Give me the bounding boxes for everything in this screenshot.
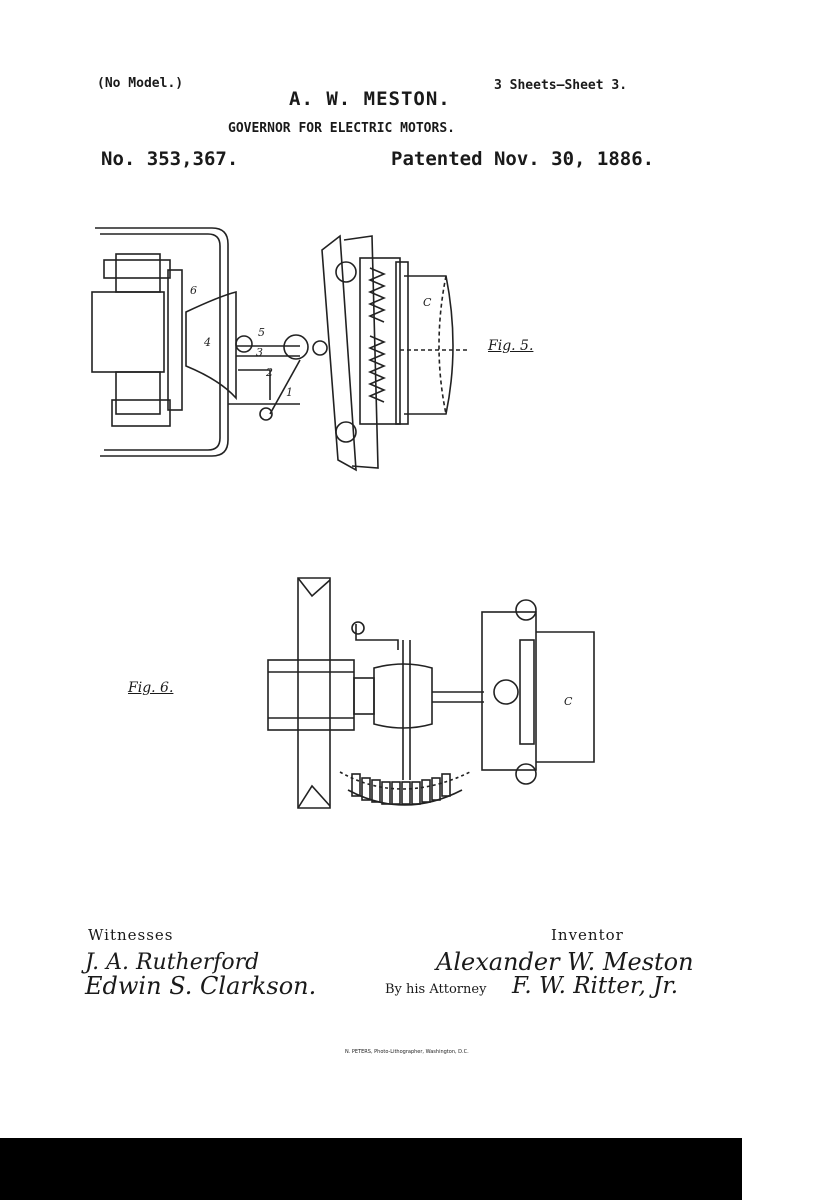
svg-text:C: C (564, 695, 573, 708)
patent-date: Patented Nov. 30, 1886. (391, 148, 655, 170)
sheet-number: 3 Sheets—Sheet 3. (494, 78, 628, 93)
svg-text:3: 3 (256, 346, 263, 359)
by-his-attorney-text: By his Attorney (385, 982, 487, 997)
no-model-note: (No Model.) (97, 76, 184, 91)
svg-text:C: C (423, 296, 432, 309)
inventor-name-heading: A. W. MESTON. (289, 88, 451, 110)
svg-text:5: 5 (258, 326, 265, 339)
witnesses-label: Witnesses (88, 926, 174, 944)
patent-number: No. 353,367. (101, 148, 239, 170)
witness-signature-2: Edwin S. Clarkson. (85, 972, 317, 1000)
inventor-signature: Alexander W. Meston (436, 948, 694, 976)
patent-title: GOVERNOR FOR ELECTRIC MOTORS. (228, 121, 455, 136)
inventor-label: Inventor (551, 926, 624, 944)
figure-5-label: Fig. 5. (488, 338, 534, 354)
svg-text:2: 2 (265, 366, 273, 379)
printer-credit: N. PETERS, Photo-Lithographer, Washingto… (345, 1049, 469, 1055)
svg-text:6: 6 (190, 284, 197, 297)
svg-text:1: 1 (286, 386, 293, 399)
attorney-signature: F. W. Ritter, Jr. (512, 973, 679, 999)
svg-text:4: 4 (203, 336, 211, 349)
scan-border (0, 1138, 742, 1200)
witness-signature-1: J. A. Rutherford (85, 950, 260, 975)
figure-6-label: Fig. 6. (128, 680, 174, 696)
